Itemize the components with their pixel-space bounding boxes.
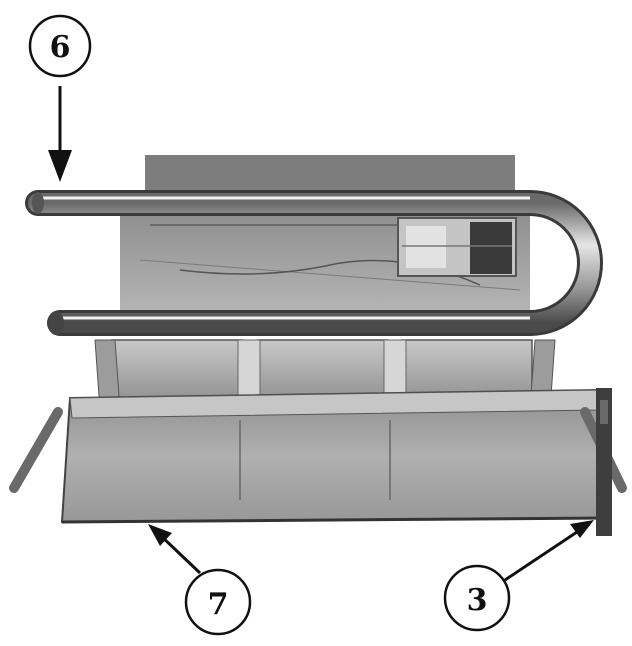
callout-6-label: 6 [50, 30, 71, 65]
callout-6-arrowhead [48, 150, 72, 182]
callout-6: 6 [28, 14, 92, 182]
callout-3: 3 [443, 520, 594, 632]
burner-tray [60, 388, 607, 524]
gas-tube [25, 190, 603, 336]
callout-7-label: 7 [208, 587, 229, 622]
callout-3-arrow [504, 528, 581, 582]
callout-3-arrowhead [570, 520, 594, 538]
callout-7-arrowhead [148, 524, 172, 546]
callout-7-arrow [158, 533, 202, 575]
callout-7: 7 [148, 524, 252, 636]
side-bracket [596, 388, 612, 536]
ignitor-block [397, 217, 517, 277]
callout-3-label: 3 [467, 583, 488, 618]
